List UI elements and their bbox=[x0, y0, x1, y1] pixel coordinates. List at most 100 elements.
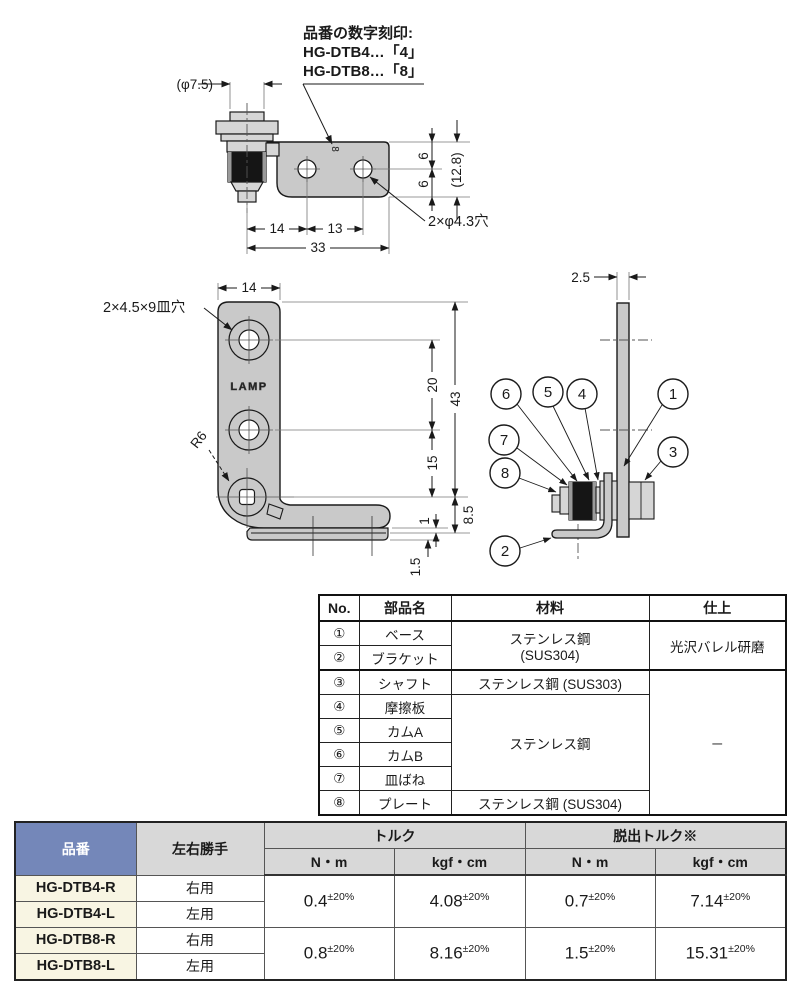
stamp-note: 品番の数字刻印: HG-DTB4…「4」 HG-DTB8…「8」 bbox=[303, 24, 423, 81]
dimension-label: (12.8) bbox=[449, 152, 464, 187]
part-number-cell: HG-DTB4-L bbox=[14, 900, 137, 928]
material-line: (SUS304) bbox=[520, 648, 580, 663]
top-view-holes bbox=[294, 156, 376, 182]
unit-header-kgfcm: kgf・cm bbox=[654, 848, 787, 876]
part-name-cell: ベース bbox=[358, 620, 452, 646]
table-row: ① ベース ステンレス鋼 (SUS304) 光沢バレル研磨 bbox=[318, 620, 787, 671]
table-row: ④ 摩擦板 ステンレス鋼 bbox=[318, 694, 786, 791]
material-line: ステンレス鋼 bbox=[509, 632, 591, 647]
column-header-breakout-torque: 脱出トルク※ bbox=[524, 821, 787, 849]
hand-cell: 右用 bbox=[135, 874, 265, 902]
stamp-note-line: 品番の数字刻印: bbox=[303, 25, 413, 42]
table-row: HG-DTB4-R 右用 0.4±20% 4.08±20% 0.7±20% 7.… bbox=[14, 874, 787, 928]
dimension-label: 2.5 bbox=[571, 270, 590, 285]
breakout-kgfcm-value: 7.14±20% bbox=[654, 874, 787, 928]
tolerance: ±20% bbox=[588, 942, 616, 955]
dimension-label: 20 bbox=[425, 377, 440, 392]
top-view-dimension-labels: (φ7.5) 6 6 (12.8) 14 13 33 2×φ4.3穴 8 bbox=[176, 77, 488, 255]
callout-circle bbox=[657, 436, 689, 468]
side-view-mechanism bbox=[551, 480, 655, 521]
table-row: HG-DTB4-L 左用 bbox=[14, 900, 786, 928]
dimension-label: 14 bbox=[269, 221, 285, 236]
callout-circle bbox=[566, 378, 598, 410]
spec-header-row: 品番 左右勝手 トルク 脱出トルク※ bbox=[14, 821, 787, 876]
part-name-cell: 摩擦板 bbox=[358, 694, 452, 719]
callout-circle bbox=[490, 378, 522, 410]
part-no-cell: ① bbox=[318, 620, 360, 646]
dimension-label: 6 bbox=[416, 180, 431, 188]
table-row: ⑤ カムA bbox=[318, 718, 786, 743]
finish-cell: 光沢バレル研磨 bbox=[648, 620, 787, 671]
callout-circle bbox=[489, 535, 521, 567]
stamp-note-line: HG-DTB4…「4」 bbox=[303, 44, 424, 61]
part-number-cell: HG-DTB8-R bbox=[14, 926, 137, 954]
part-name-cell: シャフト bbox=[358, 669, 452, 695]
part-no-cell: ⑥ bbox=[318, 742, 360, 767]
tolerance: ±20% bbox=[588, 890, 616, 903]
table-row: ⑦ 皿ばね bbox=[318, 766, 786, 791]
material-cell: ステンレス鋼 (SUS303) bbox=[450, 669, 650, 695]
front-view-flange-strip bbox=[246, 527, 389, 541]
torque-nm-value: 0.4±20% bbox=[263, 874, 395, 928]
dimension-label: 8.5 bbox=[461, 506, 476, 525]
hand-cell: 左用 bbox=[135, 900, 265, 928]
material-cell: ステンレス鋼 (SUS304) bbox=[450, 620, 650, 671]
callout-circle bbox=[532, 376, 564, 408]
torque-nm-value: 0.8±20% bbox=[263, 926, 395, 980]
unit-header-nm: N・m bbox=[263, 848, 395, 876]
callout-circles: 6 5 4 1 7 3 8 2 bbox=[488, 376, 689, 567]
callout-circle bbox=[657, 378, 689, 410]
dimension-label: 1 bbox=[417, 517, 432, 525]
dimension-label: 14 bbox=[241, 280, 257, 295]
callout-circle bbox=[488, 424, 520, 456]
finish-cell: － bbox=[648, 669, 787, 816]
dimension-label: (φ7.5) bbox=[176, 77, 213, 92]
breakout-nm-value: 0.7±20% bbox=[524, 874, 656, 928]
part-name-cell: カムB bbox=[358, 742, 452, 767]
part-no-cell: ④ bbox=[318, 694, 360, 719]
part-name-cell: カムA bbox=[358, 718, 452, 743]
side-view-drawing: 2.5 6 5 4 1 7 3 8 2 bbox=[488, 270, 689, 567]
dimension-label: 6 bbox=[416, 152, 431, 160]
stamp-note-line: HG-DTB8…「8」 bbox=[303, 63, 424, 80]
part-no-cell: ⑧ bbox=[318, 790, 360, 816]
torque-spec-table: 品番 左右勝手 トルク 脱出トルク※ N・m kgf・cm N・m kgf・cm… bbox=[14, 821, 787, 981]
callout-number: 7 bbox=[500, 432, 508, 449]
tolerance: ±20% bbox=[462, 890, 490, 903]
part-no-cell: ⑤ bbox=[318, 718, 360, 743]
tolerance: ±20% bbox=[723, 890, 751, 903]
front-view-dimension-labels: 14 2×4.5×9皿穴 R6 20 15 43 8.5 1 1.5 bbox=[103, 280, 476, 576]
part-name-cell: 皿ばね bbox=[358, 766, 452, 791]
parts-table-header-row: No. 部品名 材料 仕上 bbox=[318, 594, 787, 622]
breakout-kgfcm-value: 15.31±20% bbox=[654, 926, 787, 980]
part-no-cell: ⑦ bbox=[318, 766, 360, 791]
dimension-label: 1.5 bbox=[408, 558, 423, 577]
torque-kgfcm-value: 4.08±20% bbox=[393, 874, 526, 928]
breakout-nm-value: 1.5±20% bbox=[524, 926, 656, 980]
tolerance: ±20% bbox=[327, 942, 355, 955]
table-row: ⑧ プレート ステンレス鋼 (SUS304) bbox=[318, 790, 786, 816]
hole-callout-label: 2×φ4.3穴 bbox=[428, 213, 489, 230]
column-header-part-no: 品番 bbox=[14, 821, 137, 876]
part-no-cell: ③ bbox=[318, 669, 360, 695]
front-view-countersunk-holes bbox=[225, 316, 273, 454]
table-row: ⑥ カムB bbox=[318, 742, 786, 767]
dimension-label: 43 bbox=[448, 391, 463, 406]
callout-circle bbox=[489, 457, 521, 489]
callout-number: 6 bbox=[502, 386, 510, 403]
tolerance: ±20% bbox=[327, 890, 355, 903]
column-header-no: No. bbox=[318, 594, 360, 622]
hand-cell: 右用 bbox=[135, 926, 265, 954]
top-view-drawing: (φ7.5) 6 6 (12.8) 14 13 33 2×φ4.3穴 8 bbox=[176, 77, 488, 255]
callout-number: 5 bbox=[544, 384, 552, 401]
column-header-material: 材料 bbox=[450, 594, 650, 622]
table-row: HG-DTB8-R 右用 0.8±20% 8.16±20% 1.5±20% 15… bbox=[14, 926, 787, 980]
part-number-cell: HG-DTB8-L bbox=[14, 952, 137, 980]
side-view-bracket bbox=[551, 472, 613, 539]
callout-number: 4 bbox=[578, 386, 586, 403]
torque-kgfcm-value: 8.16±20% bbox=[393, 926, 526, 980]
radius-label: R6 bbox=[187, 428, 209, 451]
table-row: ② ブラケット bbox=[318, 645, 786, 671]
